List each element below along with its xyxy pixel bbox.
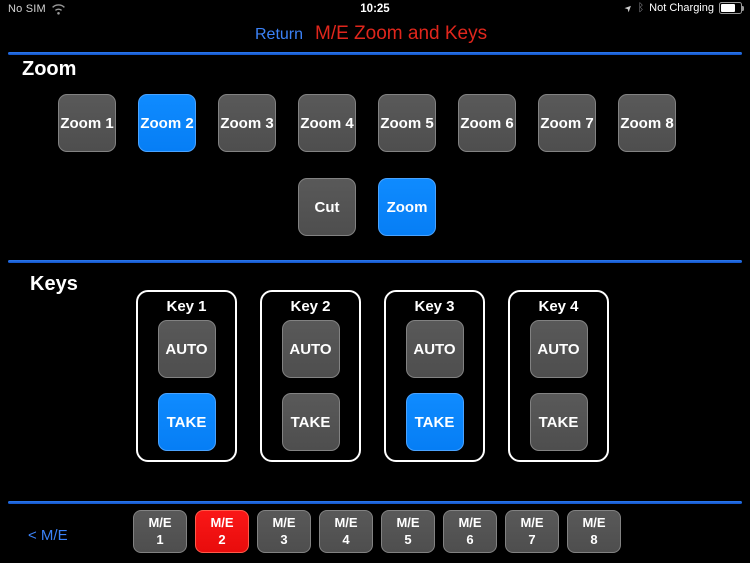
me-button-number: 2 (218, 531, 226, 547)
me-button-number: 1 (156, 531, 164, 547)
me-button-number: 5 (404, 531, 412, 547)
battery-icon (719, 2, 744, 14)
me-button-label: M/E (210, 515, 234, 531)
page-title: M/E Zoom and Keys (315, 23, 488, 44)
me-button-5[interactable]: M/E 5 (381, 510, 435, 553)
separator-line-bottom (8, 501, 742, 504)
auto-button-key-4[interactable]: AUTO (529, 320, 588, 378)
separator-line-middle (8, 260, 742, 263)
cut-button[interactable]: Cut (298, 178, 356, 236)
key-group-3: Key 3 AUTO TAKE (384, 290, 485, 462)
key-group-2: Key 2 AUTO TAKE (260, 290, 361, 462)
zoom-button-6[interactable]: Zoom 6 (458, 94, 516, 152)
key-group-title: Key 4 (538, 298, 579, 315)
me-button-number: 8 (590, 531, 598, 547)
me-button-number: 3 (280, 531, 288, 547)
key-group-1: Key 1 AUTO TAKE (136, 290, 237, 462)
separator-line-top (8, 52, 742, 55)
me-button-label: M/E (334, 515, 358, 531)
section-header-zoom: Zoom (22, 58, 77, 80)
me-button-7[interactable]: M/E 7 (505, 510, 559, 553)
me-button-label: M/E (582, 515, 606, 531)
clock: 10:25 (360, 3, 390, 15)
zoom-button-2[interactable]: Zoom 2 (138, 94, 196, 152)
bluetooth-icon: ᛒ (637, 1, 645, 14)
me-button-number: 7 (528, 531, 536, 547)
me-button-3[interactable]: M/E 3 (257, 510, 311, 553)
zoom-button-3[interactable]: Zoom 3 (218, 94, 276, 152)
me-button-number: 6 (466, 531, 474, 547)
me-button-4[interactable]: M/E 4 (319, 510, 373, 553)
me-button-row: M/E 1 M/E 2 M/E 3 M/E 4 M/E 5 M/E 6 M/E … (133, 510, 621, 553)
zoom-button-5[interactable]: Zoom 5 (378, 94, 436, 152)
location-arrow-icon: ➤ (622, 1, 635, 14)
me-button-1[interactable]: M/E 1 (133, 510, 187, 553)
wifi-icon (51, 3, 65, 15)
me-button-label: M/E (458, 515, 482, 531)
charging-status-label: Not Charging (649, 2, 714, 14)
take-button-key-4[interactable]: TAKE (529, 393, 588, 451)
me-button-label: M/E (148, 515, 172, 531)
key-group-title: Key 2 (290, 298, 331, 315)
return-button[interactable]: Return (255, 26, 304, 43)
carrier-label: No SIM (8, 3, 46, 15)
take-button-key-3[interactable]: TAKE (405, 393, 464, 451)
me-back-link[interactable]: < M/E (28, 527, 68, 544)
auto-button-key-3[interactable]: AUTO (405, 320, 464, 378)
me-button-number: 4 (342, 531, 350, 547)
me-button-label: M/E (272, 515, 296, 531)
auto-button-key-1[interactable]: AUTO (157, 320, 216, 378)
zoom-button-7[interactable]: Zoom 7 (538, 94, 596, 152)
zoom-source-button-row: Zoom 1 Zoom 2 Zoom 3 Zoom 4 Zoom 5 Zoom … (58, 94, 676, 152)
auto-button-key-2[interactable]: AUTO (281, 320, 340, 378)
zoom-button-8[interactable]: Zoom 8 (618, 94, 676, 152)
me-button-label: M/E (396, 515, 420, 531)
take-button-key-1[interactable]: TAKE (157, 393, 216, 451)
me-button-8[interactable]: M/E 8 (567, 510, 621, 553)
key-group-4: Key 4 AUTO TAKE (508, 290, 609, 462)
status-bar: No SIM 10:25 ➤ ᛒ Not Charging (0, 0, 750, 20)
status-right: ➤ ᛒ Not Charging (622, 1, 744, 14)
zoom-button-1[interactable]: Zoom 1 (58, 94, 116, 152)
section-header-keys: Keys (30, 273, 78, 295)
zoom-transition-button[interactable]: Zoom (378, 178, 436, 236)
me-button-label: M/E (520, 515, 544, 531)
key-group-row: Key 1 AUTO TAKE Key 2 AUTO TAKE Key 3 AU… (136, 290, 609, 462)
me-button-2[interactable]: M/E 2 (195, 510, 249, 553)
take-button-key-2[interactable]: TAKE (281, 393, 340, 451)
zoom-button-4[interactable]: Zoom 4 (298, 94, 356, 152)
me-button-6[interactable]: M/E 6 (443, 510, 497, 553)
status-left: No SIM (8, 3, 66, 15)
key-group-title: Key 1 (166, 298, 207, 315)
key-group-title: Key 3 (414, 298, 455, 315)
